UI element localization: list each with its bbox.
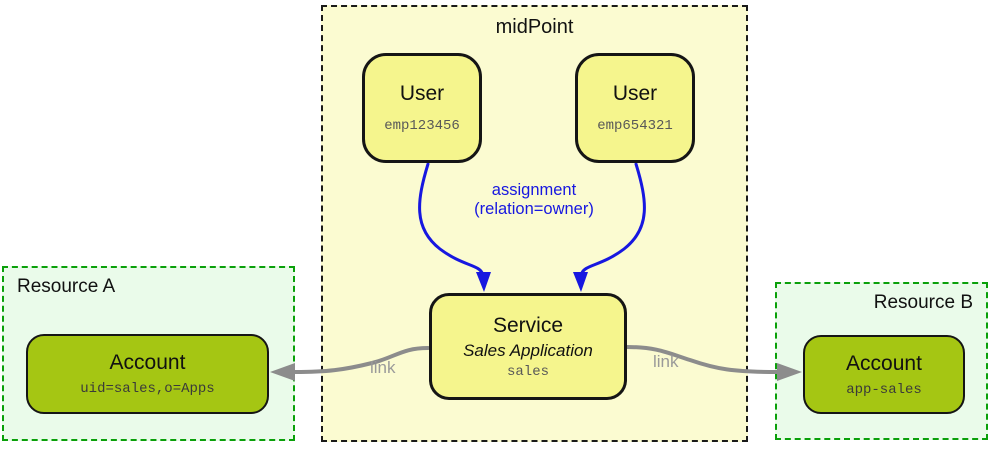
account-b-type-label: Account: [846, 351, 922, 375]
link-edge-label-right: link: [653, 352, 679, 371]
user-node-2: User emp654321: [575, 53, 695, 163]
account-a-id: uid=sales,o=Apps: [80, 381, 215, 397]
midpoint-title: midPoint: [495, 16, 574, 38]
resource-a-title: Resource A: [17, 276, 116, 297]
link-edge-label-left: link: [370, 358, 396, 377]
account-node-a: Account uid=sales,o=Apps: [26, 334, 269, 414]
service-id: sales: [506, 363, 549, 380]
user-1-id: emp123456: [384, 118, 460, 134]
resource-b-title: Resource B: [873, 292, 973, 313]
service-display-name: Sales Application: [463, 340, 593, 360]
service-node: Service Sales Application sales: [429, 293, 627, 400]
user-2-id: emp654321: [597, 118, 673, 134]
assignment-edge-label: assignment (relation=owner): [434, 181, 634, 219]
service-type-label: Service: [492, 313, 564, 337]
user-2-type-label: User: [612, 82, 658, 105]
account-b-id: app-sales: [846, 381, 922, 398]
assignment-edge-label-line1: assignment: [491, 181, 577, 199]
account-a-type-label: Account: [109, 351, 186, 374]
user-node-1: User emp123456: [362, 53, 482, 163]
account-node-b: Account app-sales: [803, 335, 965, 414]
user-1-type-label: User: [399, 82, 445, 105]
assignment-edge-label-line2: (relation=owner): [474, 200, 594, 218]
